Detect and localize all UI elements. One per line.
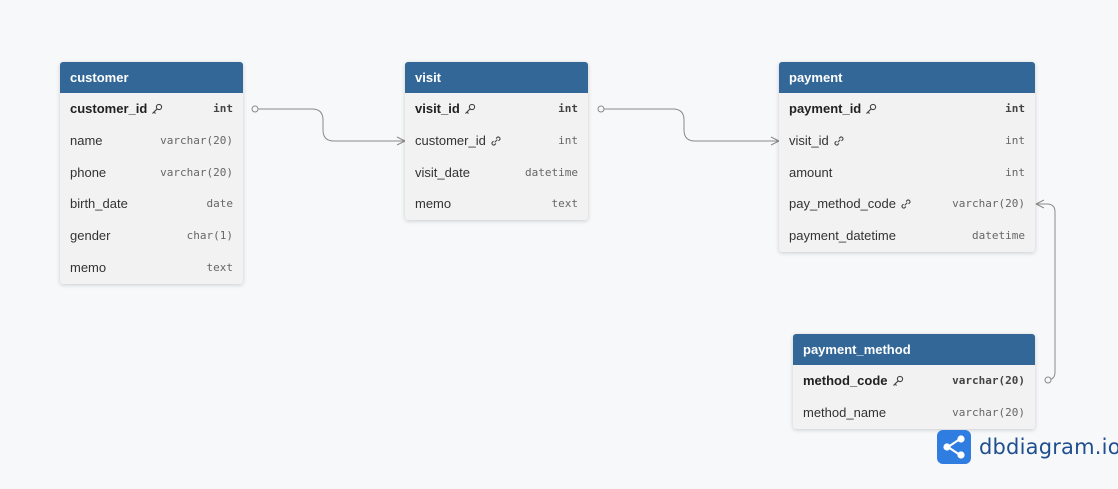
field-type: int: [1005, 102, 1025, 115]
one-end-marker: [597, 105, 605, 113]
link-icon: [900, 198, 912, 210]
brand-name: dbdiagram.io: [979, 435, 1118, 459]
field-row[interactable]: visit_date datetime: [405, 157, 588, 189]
table-header-payment[interactable]: payment: [779, 62, 1035, 93]
field-name: memo: [70, 259, 107, 275]
field-row[interactable]: gender char(1): [60, 220, 243, 252]
field-name: pay_method_code: [789, 196, 896, 212]
field-row[interactable]: pay_method_code varchar(20): [779, 188, 1035, 220]
field-type: text: [551, 197, 579, 211]
table-header-visit[interactable]: visit: [405, 62, 588, 93]
field-row[interactable]: visit_id int: [405, 93, 588, 125]
field-type: int: [558, 133, 578, 147]
link-icon: [490, 135, 502, 147]
field-row[interactable]: method_name varchar(20): [793, 397, 1035, 429]
one-end-marker: [251, 105, 259, 113]
table-payment-method[interactable]: payment_method method_code varchar(20) m…: [793, 334, 1035, 429]
field-name: payment_datetime: [789, 228, 896, 244]
dbdiagram-logo-icon: [937, 430, 971, 464]
field-row[interactable]: payment_id int: [779, 93, 1035, 125]
field-name: phone: [70, 164, 107, 180]
field-type: datetime: [525, 165, 578, 179]
field-type: int: [213, 102, 233, 115]
field-row[interactable]: customer_id int: [405, 125, 588, 157]
table-payment[interactable]: payment payment_id int visit_id int amou…: [779, 62, 1035, 252]
field-name: visit_id: [415, 101, 460, 116]
key-icon: [865, 103, 877, 115]
many-end-marker: [396, 136, 406, 146]
key-icon: [464, 103, 476, 115]
field-name: method_code: [803, 373, 888, 388]
field-name: payment_id: [789, 101, 862, 116]
many-end-marker: [770, 136, 780, 146]
link-icon: [833, 135, 845, 147]
key-icon: [151, 103, 163, 115]
field-name: visit_date: [415, 164, 470, 180]
field-type: datetime: [972, 229, 1025, 243]
field-row[interactable]: phone varchar(20): [60, 157, 243, 189]
table-customer[interactable]: customer customer_id int name varchar(20…: [60, 62, 243, 284]
many-end-marker: [1035, 199, 1045, 209]
field-row[interactable]: customer_id int: [60, 93, 243, 125]
field-name: amount: [789, 164, 833, 180]
field-type: char(1): [186, 229, 233, 243]
field-row[interactable]: visit_id int: [779, 125, 1035, 157]
field-name: customer_id: [415, 132, 486, 148]
table-header-customer[interactable]: customer: [60, 62, 243, 93]
field-type: text: [206, 260, 234, 274]
field-row[interactable]: name varchar(20): [60, 125, 243, 157]
field-type: varchar(20): [160, 133, 233, 147]
field-type: varchar(20): [952, 197, 1025, 211]
field-row[interactable]: method_code varchar(20): [793, 365, 1035, 397]
field-type: varchar(20): [160, 165, 233, 179]
field-name: visit_id: [789, 132, 829, 148]
relationship-paymentmethod-payment: [1036, 203, 1056, 381]
field-type: int: [558, 102, 578, 115]
field-name: memo: [415, 196, 452, 212]
table-header-payment-method[interactable]: payment_method: [793, 334, 1035, 365]
brand-logo[interactable]: dbdiagram.io: [937, 430, 1118, 464]
field-row[interactable]: amount int: [779, 157, 1035, 189]
field-type: varchar(20): [952, 374, 1025, 387]
table-visit[interactable]: visit visit_id int customer_id int visit…: [405, 62, 588, 221]
field-name: name: [70, 132, 103, 148]
relationship-customer-visit: [255, 108, 405, 142]
field-type: int: [1005, 165, 1025, 179]
field-name: gender: [70, 228, 111, 244]
field-name: customer_id: [70, 101, 148, 116]
field-row[interactable]: memo text: [405, 188, 588, 220]
field-name: method_name: [803, 404, 887, 420]
field-type: varchar(20): [952, 405, 1025, 419]
field-row[interactable]: memo text: [60, 252, 243, 284]
field-row[interactable]: birth_date date: [60, 188, 243, 220]
field-row[interactable]: payment_datetime datetime: [779, 220, 1035, 252]
one-end-marker: [1044, 376, 1052, 384]
field-type: date: [206, 197, 234, 211]
field-type: int: [1005, 133, 1025, 147]
relationship-visit-payment: [601, 108, 779, 142]
key-icon: [892, 375, 904, 387]
field-name: birth_date: [70, 196, 128, 212]
